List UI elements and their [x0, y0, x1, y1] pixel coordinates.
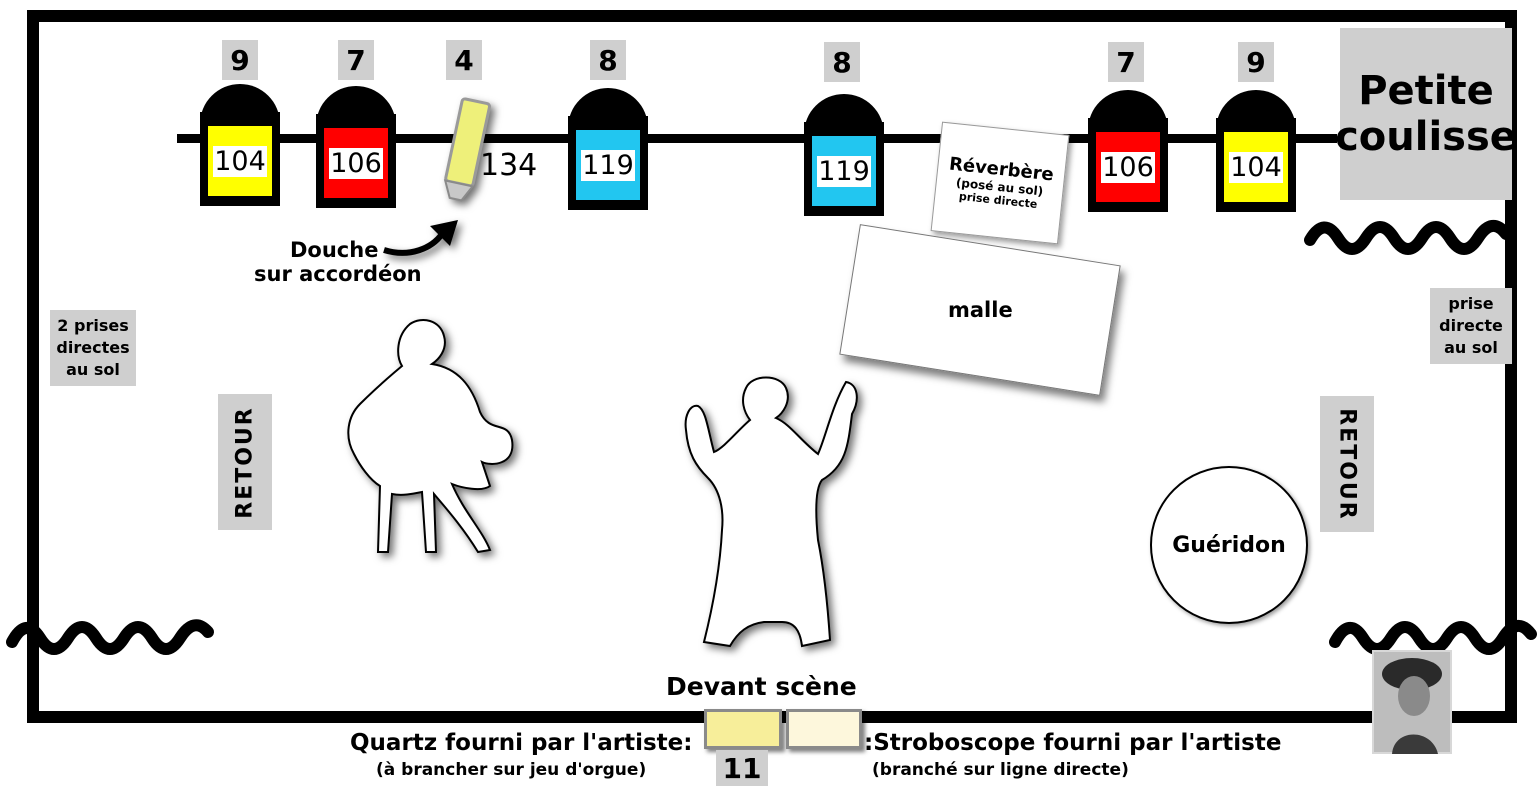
front-number: 11 — [716, 750, 768, 786]
pc-lamp-icon — [443, 97, 492, 202]
singer-silhouette — [684, 376, 858, 648]
gel-filter: 106 — [324, 128, 388, 198]
lamp-number: 9 — [1238, 42, 1274, 82]
strobe-light — [786, 709, 862, 749]
curtain-icon — [1329, 620, 1537, 655]
outlet-text: directe — [1439, 316, 1503, 335]
front-stage-label: Devant scène — [666, 672, 857, 701]
lamp-number: 4 — [446, 40, 482, 80]
gel-number: 119 — [581, 149, 635, 181]
lamp-5: 106 — [1088, 90, 1168, 212]
lamp-number: 7 — [1108, 42, 1144, 82]
reverbere-card: Réverbère (posé au sol) prise directe — [930, 121, 1070, 245]
outlet-text: au sol — [66, 360, 120, 379]
lamp-1: 104 — [200, 84, 280, 206]
gel-number: 104 — [1229, 151, 1283, 183]
lamp-number: 9 — [222, 40, 258, 80]
side-table-label: Guéridon — [1172, 532, 1286, 558]
retour-text: RETOUR — [232, 405, 258, 519]
quartz-sublabel: (à brancher sur jeu d'orgue) — [376, 760, 647, 780]
gel-number: 106 — [1101, 151, 1155, 183]
lamp-4: 119 — [804, 94, 884, 216]
gel-filter: 119 — [576, 130, 640, 200]
gel-number: 106 — [329, 147, 383, 179]
curtain-icon — [1304, 220, 1512, 255]
gel-filter: 104 — [208, 126, 272, 196]
lamp-2: 106 — [316, 86, 396, 208]
strobe-label: :Stroboscope fourni par l'artiste — [864, 730, 1282, 756]
pc-gel-number: 134 — [480, 148, 538, 183]
retour-text: RETOUR — [1334, 407, 1360, 521]
artist-portrait — [1372, 650, 1452, 754]
douche-label-line1: Douche — [290, 238, 379, 262]
lamp-number: 8 — [590, 40, 626, 80]
gel-filter: 104 — [1224, 132, 1288, 202]
wing-label-line1: Petite — [1358, 68, 1494, 114]
outlet-text: au sol — [1444, 338, 1498, 357]
douche-label-line2: sur accordéon — [254, 262, 422, 286]
quartz-label: Quartz fourni par l'artiste: — [350, 730, 693, 756]
right-outlet-label: prise directe au sol — [1430, 288, 1512, 364]
wing-label-box: Petite coulisse — [1335, 28, 1517, 200]
lamp-number: 8 — [824, 42, 860, 82]
retour-left: RETOUR — [218, 394, 272, 530]
lamp-6: 104 — [1216, 90, 1296, 212]
outlet-text: 2 prises — [57, 316, 129, 335]
curtain-icon — [6, 619, 214, 655]
accordionist-silhouette — [347, 319, 514, 554]
lighting-pipe — [177, 134, 1337, 143]
trunk-label: malle — [947, 297, 1013, 322]
strobe-sublabel: (branché sur ligne directe) — [872, 760, 1129, 780]
lamp-3: 119 — [568, 88, 648, 210]
outlet-text: prise — [1448, 294, 1494, 313]
gel-number: 104 — [213, 145, 267, 177]
gel-filter: 106 — [1096, 132, 1160, 202]
wing-label-line2: coulisse — [1335, 114, 1517, 160]
side-table: Guéridon — [1150, 466, 1308, 624]
quartz-light — [704, 709, 782, 749]
gel-number: 119 — [817, 155, 871, 187]
retour-right: RETOUR — [1320, 396, 1374, 532]
lamp-number: 7 — [338, 40, 374, 80]
arrow-icon — [383, 220, 458, 256]
left-outlets-label: 2 prises directes au sol — [50, 310, 136, 386]
gel-filter: 119 — [812, 136, 876, 206]
outlet-text: directes — [56, 338, 130, 357]
